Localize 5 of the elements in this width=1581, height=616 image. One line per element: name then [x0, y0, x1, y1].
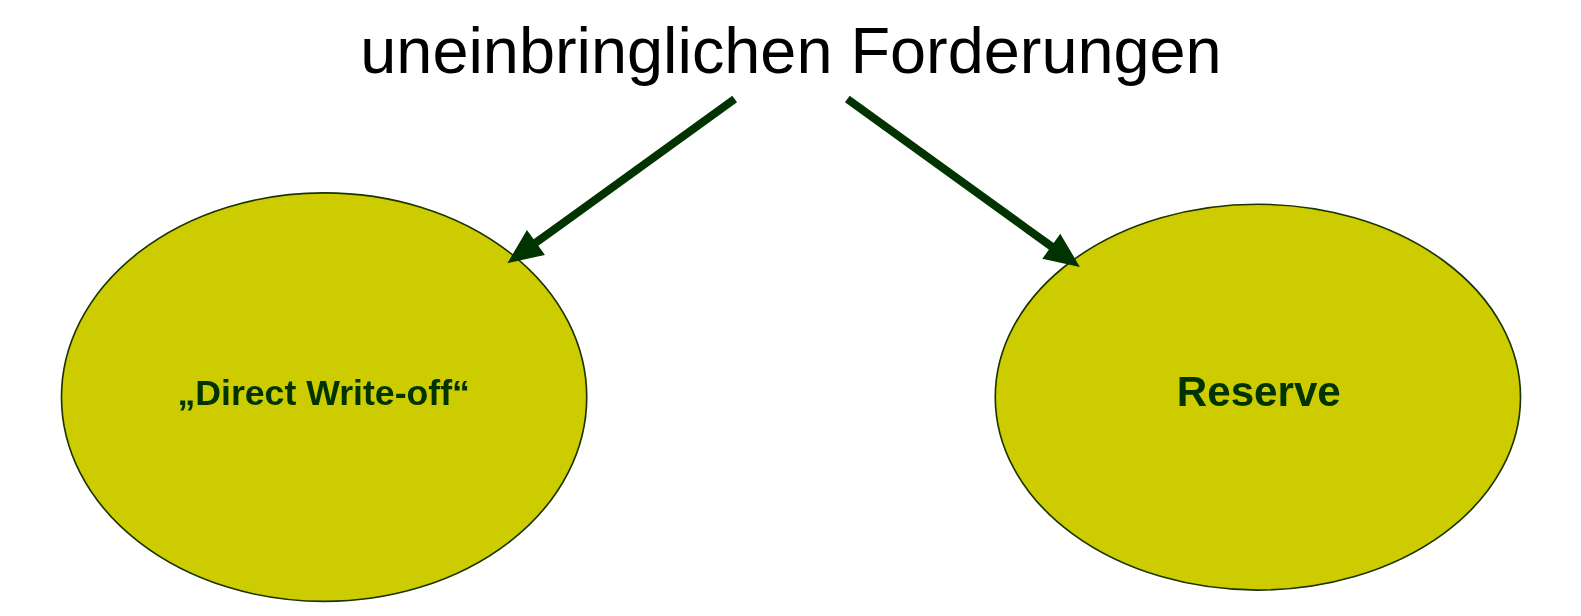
node-text: uneinbringlichen Forderungen — [359, 13, 1222, 87]
arrow — [844, 95, 1080, 267]
node-ellipse: Reserve — [993, 203, 1521, 591]
arrow — [506, 95, 737, 264]
node-ellipse: „Direct Write-off“ — [60, 192, 588, 603]
